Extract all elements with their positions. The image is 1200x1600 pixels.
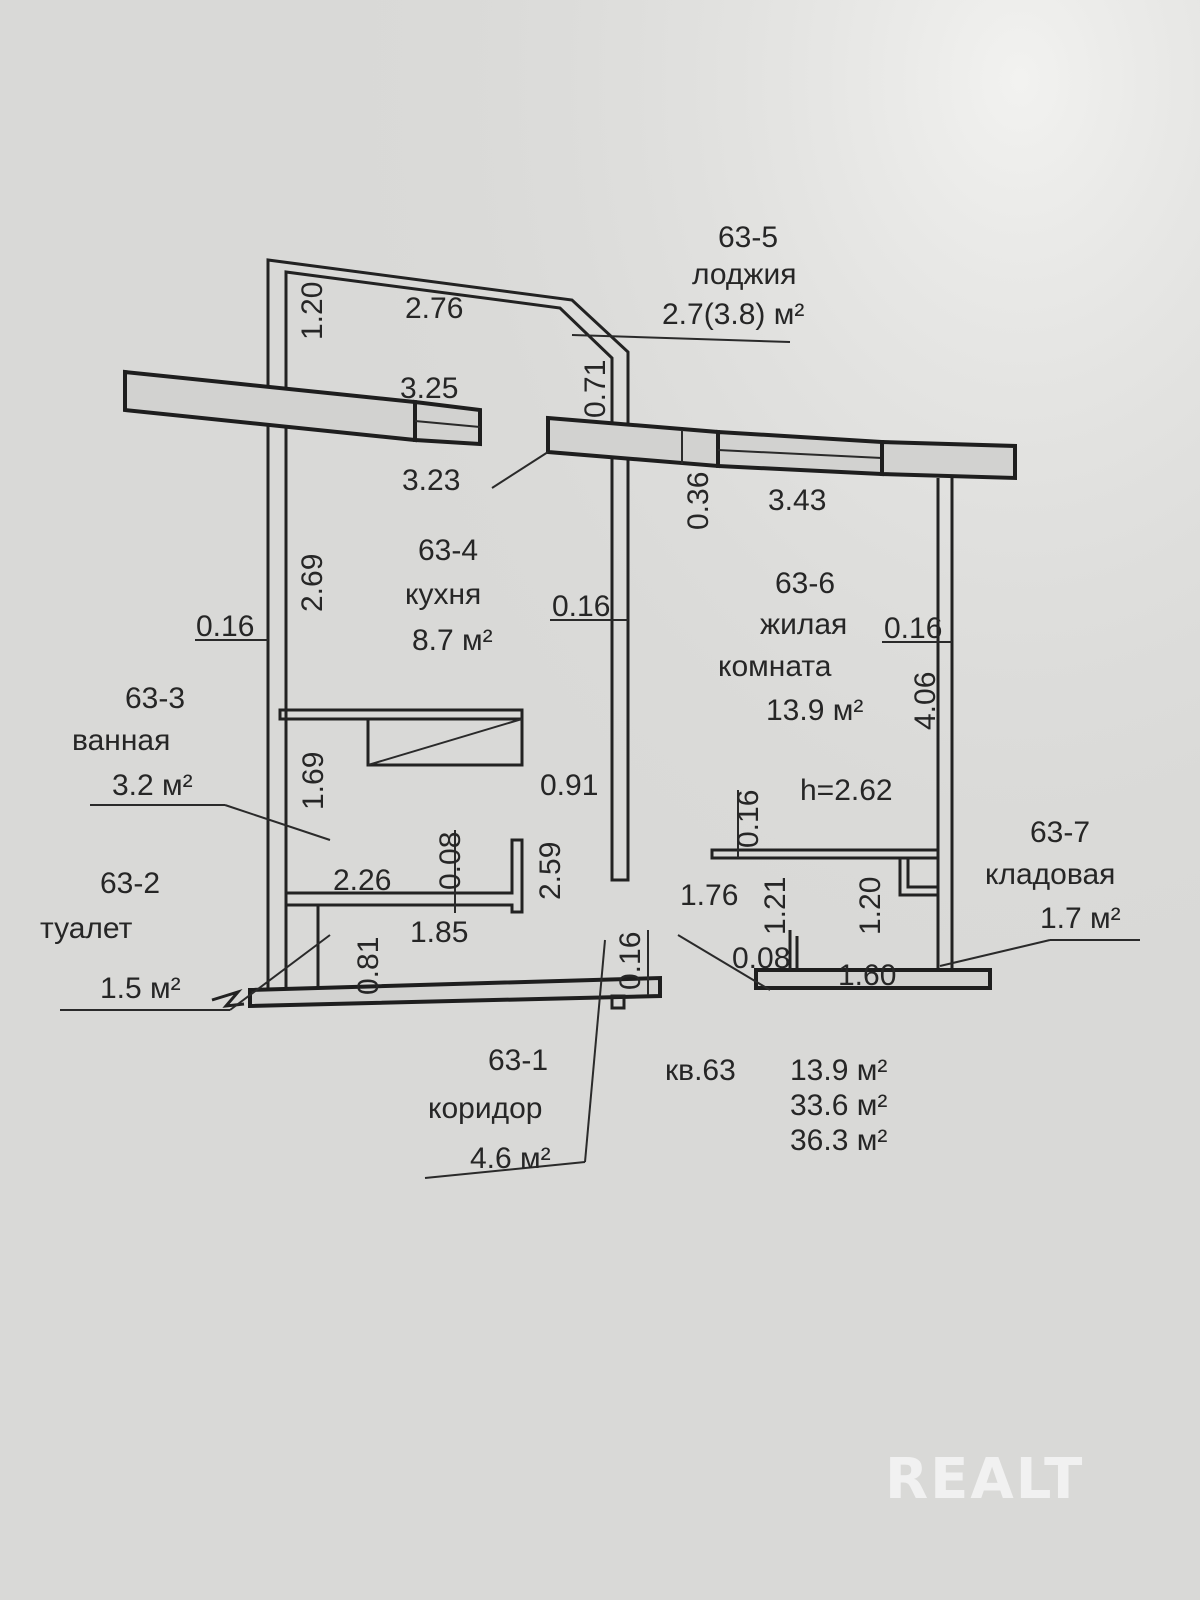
living-area: 13.9 м² xyxy=(790,1054,887,1087)
dim-label: 2.26 xyxy=(333,864,391,897)
dim-label: 1.20 xyxy=(296,282,329,340)
dim-label: 0.71 xyxy=(579,360,612,418)
dim-label: 1.76 xyxy=(680,879,738,912)
ceiling-height: h=2.62 xyxy=(800,774,893,807)
dim-label: 2.76 xyxy=(405,292,463,325)
total-area-with-loggia: 36.3 м² xyxy=(790,1124,887,1157)
walls xyxy=(123,258,1017,1010)
room-name-living-2: комната xyxy=(718,650,832,683)
room-id-living: 63-6 xyxy=(775,567,835,600)
dim-label: 0.16 xyxy=(732,790,765,848)
dim-label: 0.16 xyxy=(614,932,647,990)
room-id-corridor: 63-1 xyxy=(488,1044,548,1077)
room-area-kitchen: 8.7 м² xyxy=(412,624,493,657)
room-name-kitchen: кухня xyxy=(405,578,481,611)
dimensions: 2.76 1.20 0.71 3.25 3.23 0.36 3.43 2.69 … xyxy=(196,282,942,995)
dim-label: 2.69 xyxy=(296,554,329,612)
room-id-loggia: 63-5 xyxy=(718,221,778,254)
room-name-loggia: лоджия xyxy=(692,258,796,291)
dim-label: 0.16 xyxy=(196,610,254,643)
dim-label: 0.16 xyxy=(884,612,942,645)
dim-label: 3.23 xyxy=(402,464,460,497)
room-name-storage: кладовая xyxy=(985,858,1115,891)
room-area-living: 13.9 м² xyxy=(766,694,863,727)
leader-lines xyxy=(60,334,1140,1179)
dim-label: 2.59 xyxy=(534,842,567,900)
room-name-bathroom: ванная xyxy=(72,724,170,757)
room-id-storage: 63-7 xyxy=(1030,816,1090,849)
dim-label: 0.91 xyxy=(540,769,598,802)
room-area-toilet: 1.5 м² xyxy=(100,972,181,1005)
room-id-kitchen: 63-4 xyxy=(418,534,478,567)
room-area-bathroom: 3.2 м² xyxy=(112,769,193,802)
dim-label: 0.81 xyxy=(352,937,385,995)
dim-label: 3.43 xyxy=(768,484,826,517)
dim-label: 1.85 xyxy=(410,916,468,949)
apartment-summary: кв.63 13.9 м² 33.6 м² 36.3 м² xyxy=(665,1054,887,1157)
room-labels: 63-5 лоджия 2.7(3.8) м² 63-4 кухня 8.7 м… xyxy=(40,221,1121,1175)
dim-label: 0.36 xyxy=(682,472,715,530)
room-area-corridor: 4.6 м² xyxy=(470,1142,551,1175)
dim-label: 1.21 xyxy=(759,877,792,935)
dim-label: 0.08 xyxy=(732,942,790,975)
dim-label: 3.25 xyxy=(400,372,458,405)
watermark-logo: REALT xyxy=(885,1447,1084,1512)
room-id-bathroom: 63-3 xyxy=(125,682,185,715)
dim-label: 1.69 xyxy=(297,752,330,810)
apartment-number: кв.63 xyxy=(665,1054,736,1087)
dim-label: 4.06 xyxy=(909,672,942,730)
dim-label: 1.20 xyxy=(854,877,887,935)
room-id-toilet: 63-2 xyxy=(100,867,160,900)
room-name-corridor: коридор xyxy=(428,1092,542,1125)
dim-label: 1.60 xyxy=(838,959,896,992)
total-area: 33.6 м² xyxy=(790,1089,887,1122)
room-area-storage: 1.7 м² xyxy=(1040,902,1121,935)
dim-label: 0.08 xyxy=(434,832,467,890)
room-name-toilet: туалет xyxy=(40,912,133,945)
room-name-living-1: жилая xyxy=(760,608,847,641)
dim-label: 0.16 xyxy=(552,590,610,623)
room-area-loggia: 2.7(3.8) м² xyxy=(662,298,804,331)
